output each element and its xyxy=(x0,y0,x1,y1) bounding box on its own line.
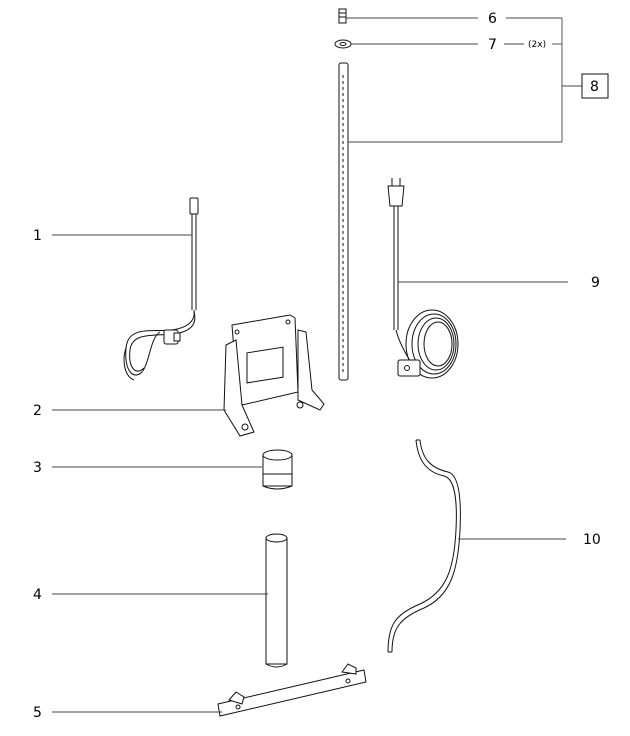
part-1-sensor-cable xyxy=(123,197,199,381)
callout-6: 6 xyxy=(488,11,497,27)
callout-8: 8 xyxy=(590,79,599,95)
part-3-sleeve xyxy=(262,449,293,490)
callout-7: 7 xyxy=(488,37,497,53)
callout-4: 4 xyxy=(33,587,42,603)
callout-8-box xyxy=(581,73,609,99)
callout-10: 10 xyxy=(583,532,601,548)
leader-lines xyxy=(52,17,582,713)
part-8-rod xyxy=(338,62,349,381)
callout-5: 5 xyxy=(33,705,42,721)
callout-2: 2 xyxy=(33,403,42,419)
part-6-fitting xyxy=(338,8,347,24)
part-10-bent-wire xyxy=(387,439,461,653)
part-9-power-cable xyxy=(387,178,459,379)
part-2-wall-bracket xyxy=(223,314,325,437)
quantity-note: (2x) xyxy=(528,40,546,50)
callout-9: 9 xyxy=(591,275,600,291)
part-5-mounting-plate xyxy=(217,663,367,717)
part-7-washer xyxy=(334,39,352,49)
part-4-tube xyxy=(265,533,288,668)
callout-1: 1 xyxy=(33,228,42,244)
callout-3: 3 xyxy=(33,460,42,476)
